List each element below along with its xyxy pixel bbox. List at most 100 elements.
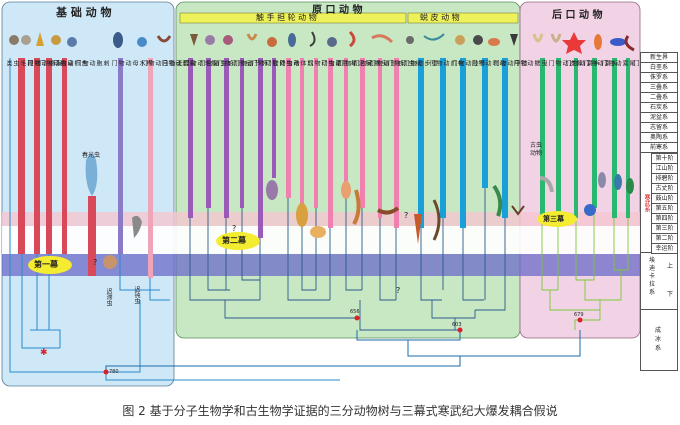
ediacaran-label: 埃迪卡拉系 xyxy=(649,257,656,296)
taxon-label: 腕足动物门 xyxy=(336,60,371,66)
scale-cell: 志留系 xyxy=(640,122,678,132)
scale-cell: 白垩系 xyxy=(640,62,678,72)
star-marker: ✱ xyxy=(40,348,48,358)
organism-silhouettes xyxy=(9,30,635,269)
scale-cell: 二叠系 xyxy=(640,92,678,102)
taxon-label: 纽形动物门 xyxy=(216,60,251,66)
node-656 xyxy=(354,315,360,321)
act-second-ellipse xyxy=(216,232,260,250)
ediacaran-lower: 下 xyxy=(667,291,674,298)
cambrian-block: 寒武系 第十阶 江山阶 排碧阶 古丈阶 鼓山阶 第五阶 第四阶 第三阶 第二阶 … xyxy=(640,153,678,254)
taxon-label: 线形动物门 xyxy=(368,60,403,66)
act-second-label: 第二幕 xyxy=(222,236,246,245)
ecdysozoa-label: 蜕 皮 动 物 xyxy=(420,13,460,22)
fossil-label: 春光虫 xyxy=(82,152,101,159)
ecdysozoa-header xyxy=(407,12,519,24)
ediacaran-block: 埃迪卡拉系 上 下 xyxy=(640,253,678,310)
node-age: 603 xyxy=(452,322,462,328)
question-mark: ? xyxy=(396,286,401,295)
taxon-label: 轮虫动物门 xyxy=(198,60,233,66)
act-first-ellipse xyxy=(28,256,72,274)
question-mark: ? xyxy=(404,211,409,220)
cambrian-label: 寒武系 xyxy=(640,153,651,253)
node-age: 679 xyxy=(574,312,584,318)
taxon-label: 节肢动物门 xyxy=(450,60,485,66)
taxon-label: 尾索动物门 xyxy=(600,60,635,66)
geologic-scale: 新生界 白垩系 侏罗系 三叠系 二叠系 石炭系 泥盆系 志留系 奥陶系 前寒系 … xyxy=(640,52,678,371)
taxon-label: 半索动物门 xyxy=(564,60,599,66)
taxon-label: 异无肠目动物门 xyxy=(140,60,189,66)
taxon-label: 栉水母动物门 xyxy=(110,60,152,66)
scale-cell: 侏罗系 xyxy=(640,72,678,82)
basal-panel-title: 基 础 动 物 xyxy=(56,6,112,19)
taxon-label: 内肛动物门 xyxy=(320,60,355,66)
scale-cell: 新生界 xyxy=(640,52,678,62)
act-third-label: 第三幕 xyxy=(543,215,564,223)
protostome-panel-title: 原 口 动 物 xyxy=(312,5,363,16)
taxon-label: 棘皮动物门 xyxy=(547,60,582,66)
node-603 xyxy=(457,327,463,333)
cryogenian-label: 成冰系 xyxy=(655,327,662,352)
taxon-label: 外肛动物门 xyxy=(250,60,285,66)
node-age: 656 xyxy=(350,309,360,315)
stage-cell: 第二阶 xyxy=(651,233,678,243)
deuterostome-panel-title: 后 口 动 物 xyxy=(552,10,603,21)
root-lines xyxy=(105,330,581,372)
phylogeny-figure: ✱ xyxy=(1,1,641,387)
taxon-label: 海绵动物门 xyxy=(26,60,61,66)
taxon-label: 帚虫动物门 xyxy=(264,60,299,66)
stage-cell: 第四阶 xyxy=(651,213,678,223)
act-first-label: 第一幕 xyxy=(34,260,58,269)
taxon-label: 动吻动物门 xyxy=(470,60,505,66)
taxon-label: 头索动物门 xyxy=(582,60,617,66)
taxon-label: 扁盘动物门 xyxy=(38,60,73,66)
stage-cell: 第十阶 xyxy=(651,153,678,163)
scale-cell: 三叠系 xyxy=(640,82,678,92)
deuterostome-tree-lines xyxy=(541,208,629,330)
taxon-label: 领鞭毛虫类 xyxy=(5,60,40,66)
scale-cell: 泥盆系 xyxy=(640,112,678,122)
taxon-label: 吉栉动物门 xyxy=(52,60,87,66)
stage-cell: 排碧阶 xyxy=(651,173,678,183)
stage-cell: 第五阶 xyxy=(651,203,678,213)
taxon-label: 刺胞动物门 xyxy=(74,60,109,66)
taxon-label: 线虫动物门 xyxy=(386,60,421,66)
taxon-label: 曳鳃动物门 xyxy=(352,60,387,66)
taxon-label: 扁形动物门 xyxy=(160,60,195,66)
ediacaran-upper: 上 xyxy=(667,263,674,270)
stage-cell: 第三阶 xyxy=(651,223,678,233)
taxon-label: 有爪动物门 xyxy=(428,60,463,66)
taxon-label: 曳鳃动物门 xyxy=(512,60,547,66)
node-780 xyxy=(103,369,109,375)
stage-cell: 江山阶 xyxy=(651,163,678,173)
cryogenian-block: 成冰系 xyxy=(640,310,678,371)
taxon-label: 腹毛动物门 xyxy=(182,60,217,66)
protostome-tree-lines xyxy=(189,188,506,331)
question-mark: ? xyxy=(232,224,237,233)
scale-cell: 石炭系 xyxy=(640,102,678,112)
taxon-label: 环节动物门 xyxy=(232,60,267,66)
lophotrochozoa-header xyxy=(179,12,407,24)
taxon-label: 铠甲动物门 xyxy=(492,60,527,66)
stage-cell: 鼓山阶 xyxy=(651,193,678,203)
fossil-label: 迟钝虫 xyxy=(133,286,140,304)
basal-lineages xyxy=(18,58,153,278)
stage-cell: 幸运阶 xyxy=(651,243,678,254)
fossil-label: 迟滞虫 xyxy=(105,288,112,306)
taxon-label: 星虫动物门 xyxy=(306,60,341,66)
taxon-label: 缓步动物门 xyxy=(402,60,437,66)
deuterostome-lineages xyxy=(540,58,630,218)
node-age: 780 xyxy=(109,369,119,375)
lophotrochozoa-label: 触 手 担 轮 动 物 xyxy=(256,13,317,22)
purple-band xyxy=(2,254,640,276)
scale-cell: 前寒系 xyxy=(640,142,678,153)
pink-band xyxy=(2,212,640,226)
question-mark: ? xyxy=(93,258,98,267)
stage-cell: 古丈阶 xyxy=(651,183,678,193)
taxon-label: 软体动物门 xyxy=(278,60,313,66)
figure-caption: 图 2 基于分子生物学和古生物学证据的三分动物树与三幕式寒武纪大爆发耦合假说 xyxy=(122,404,558,418)
node-679 xyxy=(577,317,583,323)
act-third-ellipse xyxy=(537,211,577,227)
protostome-lineages xyxy=(188,58,508,238)
scale-cell: 奥陶系 xyxy=(640,132,678,142)
